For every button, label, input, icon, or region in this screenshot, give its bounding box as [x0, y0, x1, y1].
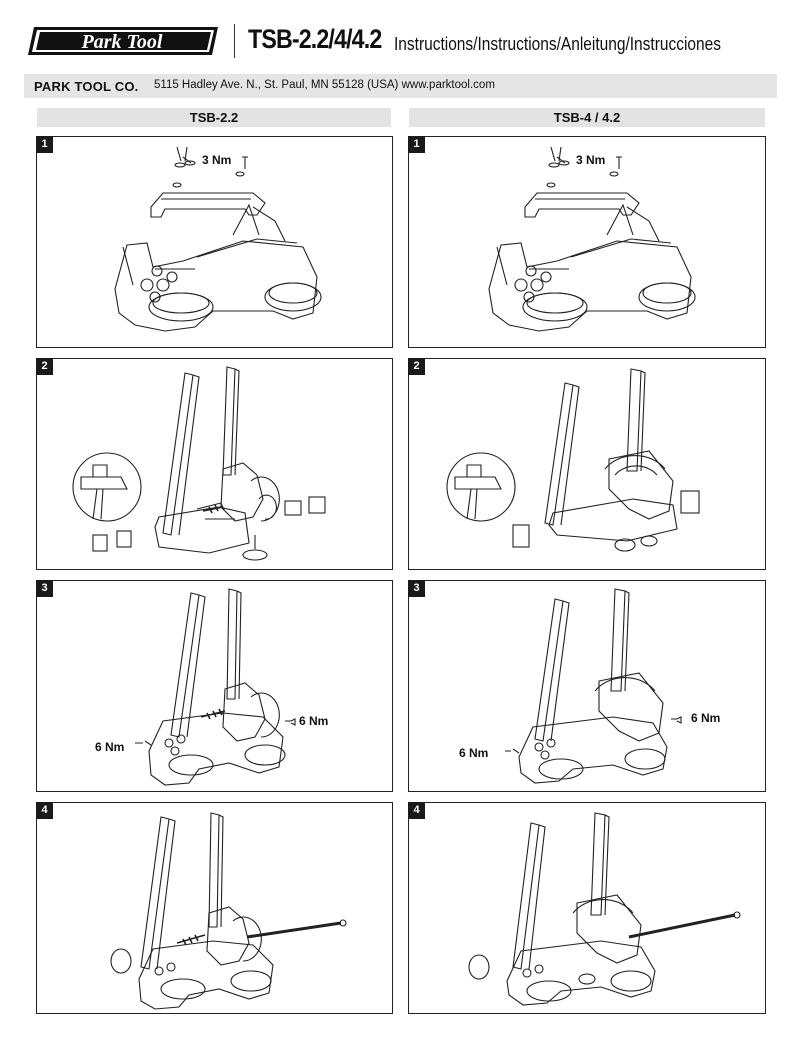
document-title: TSB-2.2/4/4.2 Instructions/Instructions/… [248, 24, 721, 58]
step-number: 4 [408, 802, 425, 819]
arm-assembly-illustration [446, 368, 700, 552]
step-4-panel-tsb4: 4 [408, 802, 766, 1014]
step-number: 4 [36, 802, 53, 819]
step-2-panel-tsb22: 2 [36, 358, 393, 570]
model-number: TSB-2.2/4/4.2 [248, 24, 382, 54]
step-number: 2 [408, 358, 425, 375]
torque-label: 6 Nm [95, 740, 125, 754]
stand-mounting-illustration [505, 588, 682, 784]
screws-icon [546, 146, 622, 188]
stand-mounting-illustration [135, 588, 296, 786]
stand-base-exploded-illustration [488, 146, 696, 332]
arm-assembly-illustration [72, 366, 326, 561]
torque-label: 6 Nm [459, 746, 489, 760]
step-3-panel-tsb22: 3 6 Nm 6 Nm [36, 580, 393, 792]
torque-label: 3 Nm [576, 153, 606, 167]
step-4-panel-tsb22: 4 [36, 802, 393, 1014]
step-number: 1 [408, 136, 425, 153]
column-heading-left: TSB-2.2 [37, 108, 391, 127]
torque-label: 6 Nm [299, 714, 329, 728]
column-heading-right: TSB-4 / 4.2 [409, 108, 765, 127]
company-address: 5115 Hadley Ave. N., St. Paul, MN 55128 … [154, 79, 495, 91]
hammer-icon [446, 452, 516, 522]
header: Park Tool TSB-2.2/4/4.2 Instructions/Ins… [0, 0, 802, 68]
torque-label: 3 Nm [202, 153, 232, 167]
step-2-panel-tsb4: 2 [408, 358, 766, 570]
brand-text: Park Tool [81, 31, 163, 53]
stand-base-exploded-illustration [114, 146, 322, 332]
axle-insertion-illustration [110, 812, 347, 1010]
hammer-icon [72, 452, 142, 522]
step-number: 2 [36, 358, 53, 375]
company-name: PARK TOOL CO. [34, 79, 139, 94]
step-1-panel-tsb22: 1 3 Nm [36, 136, 393, 348]
instructions-label: Instructions/Instructions/Anleitung/Inst… [394, 34, 721, 54]
header-divider [234, 24, 235, 58]
screws-icon [172, 146, 248, 188]
company-bar: PARK TOOL CO. 5115 Hadley Ave. N., St. P… [24, 74, 777, 98]
step-1-panel-tsb4: 1 3 Nm [408, 136, 766, 348]
step-number: 3 [408, 580, 425, 597]
step-number: 1 [36, 136, 53, 153]
step-3-panel-tsb4: 3 6 Nm 6 Nm [408, 580, 766, 792]
torque-label: 6 Nm [691, 711, 721, 725]
park-tool-logo: Park Tool [28, 27, 218, 55]
axle-insertion-illustration [468, 812, 741, 1006]
step-number: 3 [36, 580, 53, 597]
